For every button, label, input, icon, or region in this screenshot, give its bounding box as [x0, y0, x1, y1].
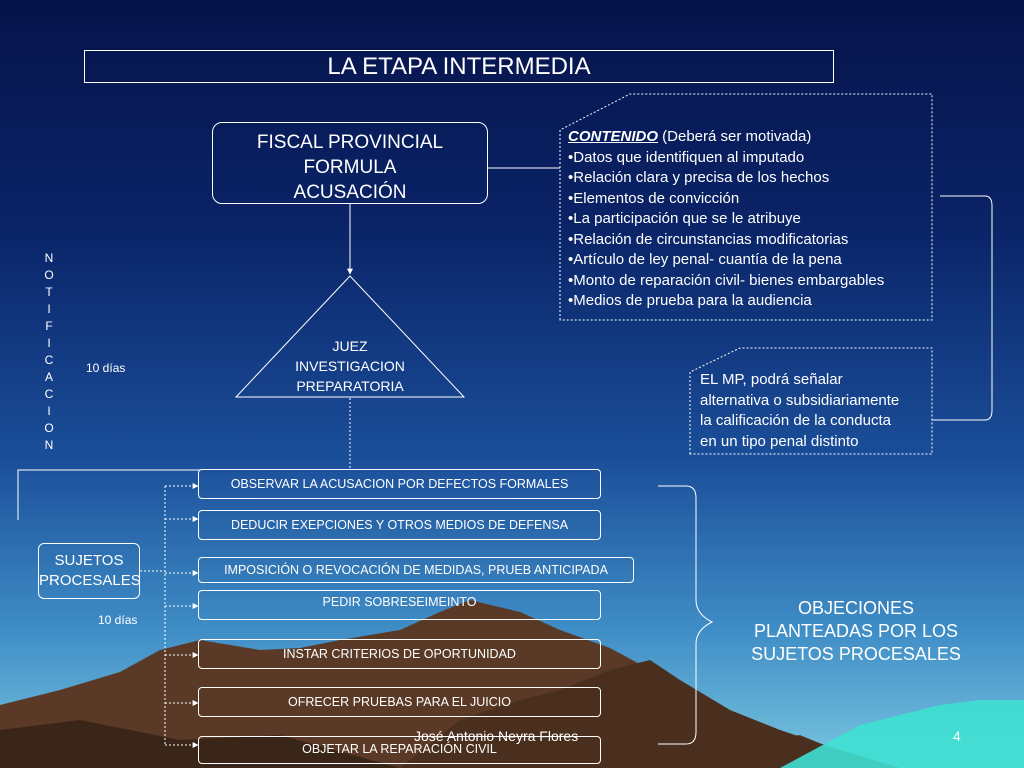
notif-letter: A — [44, 370, 53, 384]
contenido-item: •Relación clara y precisa de los hechos — [568, 169, 830, 186]
days-bottom-label: 10 días — [98, 613, 138, 627]
footer-page-number: 4 — [953, 728, 961, 744]
sujetos-line: PROCESALES — [39, 572, 141, 589]
objeciones-label: OBJECIONES PLANTEADAS POR LOS SUJETOS PR… — [740, 597, 972, 666]
page-title: LA ETAPA INTERMEDIA — [84, 50, 834, 83]
notif-letter: O — [44, 421, 54, 435]
notif-letter: I — [47, 404, 51, 418]
mp-note-line: alternativa o subsidiariamente — [700, 391, 900, 409]
action-objetar-reparacion: OBJETAR LA REPARACIÓN CIVIL — [198, 736, 601, 764]
mp-note-box: EL MP, podrá señalar alternativa o subsi… — [690, 348, 932, 454]
notif-letter: T — [45, 285, 53, 299]
notif-letter: I — [47, 336, 51, 350]
objeciones-line: PLANTEADAS POR LOS — [753, 621, 959, 641]
mp-note-line: en un tipo penal distinto — [700, 432, 859, 450]
contenido-bracket — [932, 195, 993, 421]
objeciones-line: OBJECIONES — [797, 598, 915, 618]
fiscal-line-3: ACUSACIÓN — [293, 182, 407, 203]
action-ofrecer-pruebas: OFRECER PRUEBAS PARA EL JUICIO — [198, 687, 601, 717]
action-observar-acusacion: OBSERVAR LA ACUSACION POR DEFECTOS FORMA… — [198, 469, 601, 499]
juez-line: JUEZ — [332, 338, 368, 354]
action-imposicion-medidas: IMPOSICIÓN O REVOCACIÓN DE MEDIDAS, PRUE… — [198, 557, 634, 583]
contenido-item: •Datos que identifiquen al imputado — [568, 148, 805, 166]
action-instar-criterios: INSTAR CRITERIOS DE OPORTUNIDAD — [198, 639, 601, 669]
mp-note-line: la calificación de la conducta — [700, 412, 891, 429]
notif-letter: N — [44, 251, 54, 265]
sujetos-line: SUJETOS — [54, 552, 124, 569]
juez-triangle — [234, 275, 466, 398]
objeciones-line: SUJETOS PROCESALES — [751, 644, 961, 664]
contenido-item: •Medios de prueba para la audiencia — [568, 292, 812, 309]
notif-letter: C — [44, 353, 54, 367]
notif-letter: F — [45, 319, 53, 333]
contenido-item: •Relación de circunstancias modificatori… — [568, 230, 849, 248]
notificacion-vertical-label: N O T I F I C A C I O N — [42, 250, 56, 454]
notif-letter: I — [47, 302, 51, 316]
notif-letter: C — [44, 387, 54, 401]
contenido-heading-label: CONTENIDO — [568, 128, 658, 145]
contenido-item: •La participación que se le atribuye — [568, 210, 801, 227]
notif-letter: O — [44, 268, 54, 282]
action-deducir-excepciones: DEDUCIR EXEPCIONES Y OTROS MEDIOS DE DEF… — [198, 510, 601, 540]
contenido-box: CONTENIDO (Deberá ser motivada) •Datos q… — [560, 124, 932, 320]
juez-line: INVESTIGACION — [295, 358, 405, 374]
contenido-item: •Elementos de convicción — [568, 189, 740, 207]
juez-line: PREPARATORIA — [296, 378, 404, 394]
fiscal-line-2: FORMULA — [303, 157, 397, 178]
contenido-item: •Monto de reparación civil- bienes embar… — [568, 271, 885, 289]
footer-author: José Antonio Neyra Flores — [414, 728, 579, 744]
contenido-heading-note: (Deberá ser motivada) — [658, 128, 812, 145]
objeciones-bracket — [658, 485, 714, 745]
sujetos-procesales-box: SUJETOS PROCESALES — [38, 543, 141, 599]
action-pedir-sobreseimiento: PEDIR SOBRESEIMEINTO — [198, 590, 601, 620]
contenido-heading: CONTENIDO (Deberá ser motivada) — [568, 127, 932, 148]
juez-label: JUEZ INVESTIGACION PREPARATORIA — [270, 336, 430, 396]
notif-letter: N — [44, 438, 54, 452]
days-top-label: 10 días — [86, 361, 126, 375]
mp-note-frame — [689, 347, 933, 455]
fiscal-line-1: FISCAL PROVINCIAL — [256, 132, 444, 153]
fiscal-box: FISCAL PROVINCIAL FORMULA ACUSACIÓN — [212, 122, 488, 204]
contenido-item: •Artículo de ley penal- cuantía de la pe… — [568, 251, 842, 268]
mp-note-line: EL MP, podrá señalar — [700, 371, 843, 388]
